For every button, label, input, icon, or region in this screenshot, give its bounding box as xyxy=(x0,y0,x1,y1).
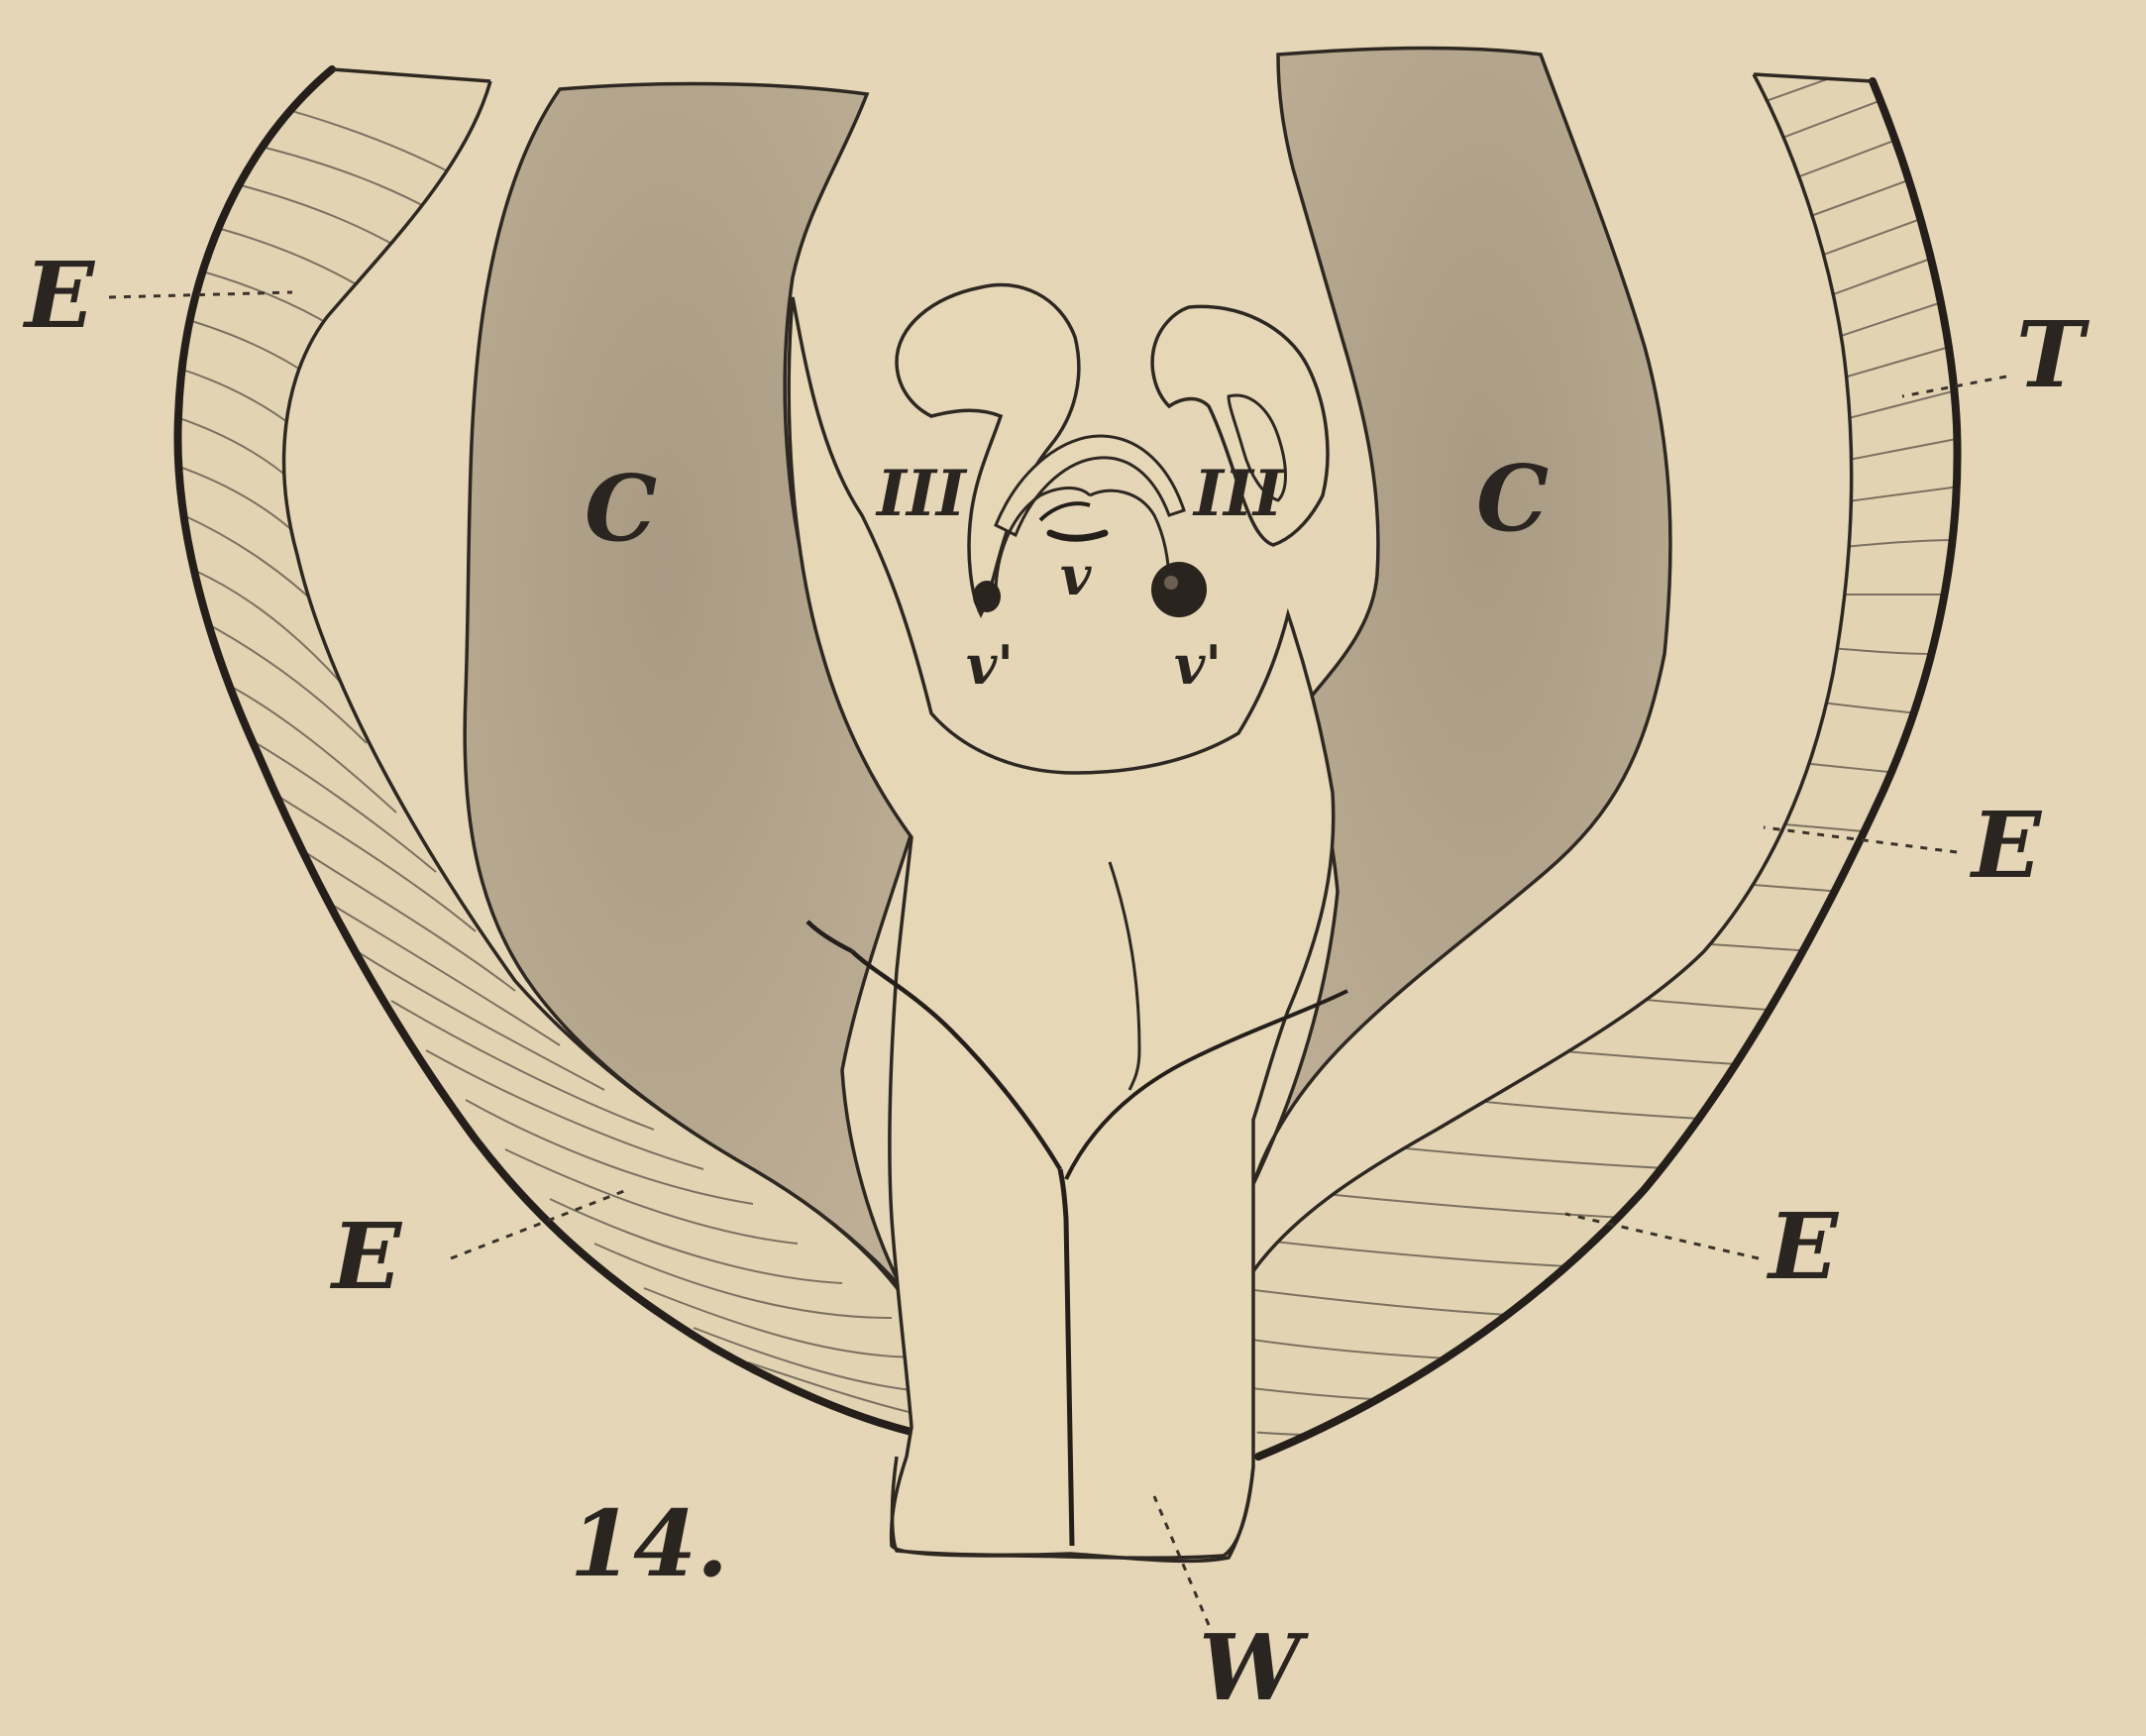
label-v-prime-right: v' xyxy=(1174,633,1222,697)
label-W: W xyxy=(1199,1614,1309,1721)
right-v-prime-highlight xyxy=(1164,576,1178,590)
label-v: v xyxy=(1060,544,1092,607)
label-E-lower-right: E xyxy=(1766,1193,1840,1300)
label-III-right: III xyxy=(1192,457,1285,531)
figure-number: 14. xyxy=(570,1490,728,1597)
left-v-prime-dot xyxy=(973,581,1001,612)
label-C-right: C xyxy=(1476,445,1549,552)
label-III-left: III xyxy=(875,457,968,531)
label-T: T xyxy=(2016,301,2091,408)
label-C-left: C xyxy=(585,455,657,562)
label-E-lower-left: E xyxy=(329,1203,403,1310)
right-v-prime-dot xyxy=(1151,562,1207,617)
label-E-right-middle: E xyxy=(1969,792,2043,899)
label-v-prime-left: v' xyxy=(966,633,1014,697)
label-E-upper-left: E xyxy=(22,242,96,349)
